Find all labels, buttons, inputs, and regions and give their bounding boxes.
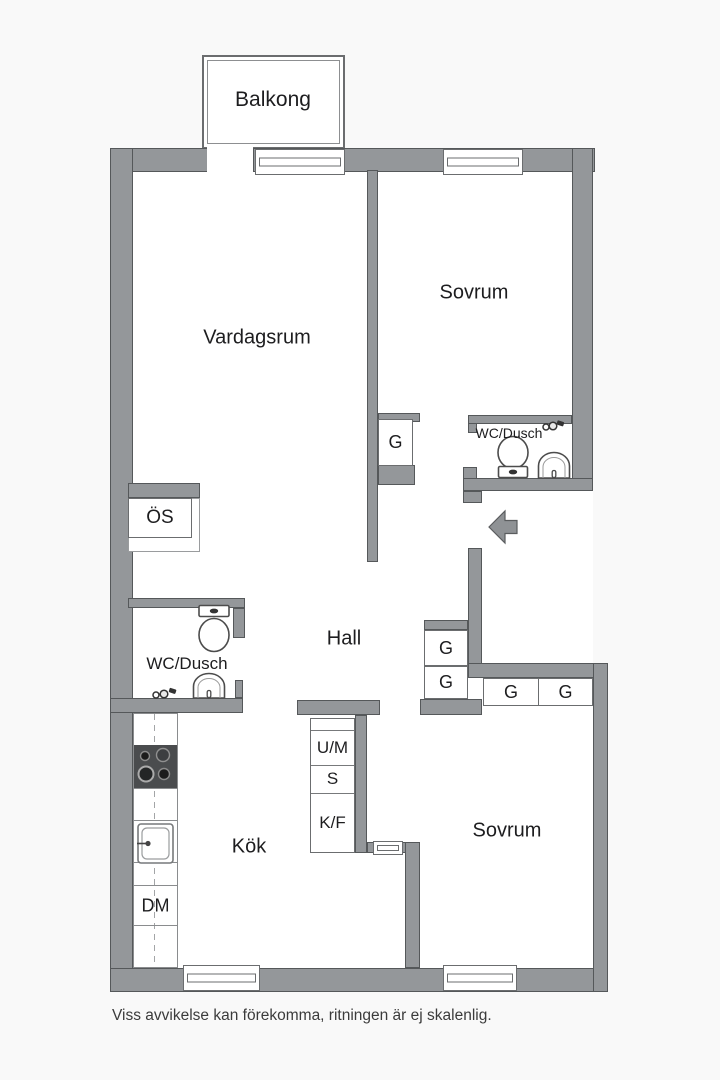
closet-g-label: G — [438, 637, 453, 658]
window-glass-line — [447, 157, 519, 167]
unit-um-label: U/M — [316, 738, 349, 757]
room-label-bedroom-bottom: Sovrum — [472, 819, 542, 842]
window-icon — [373, 841, 403, 855]
wall-wc-top — [468, 415, 572, 424]
kitchen-sink-icon — [137, 823, 174, 864]
room-label-wc-left: WC/Dusch — [146, 654, 228, 673]
balcony-outline — [202, 55, 345, 149]
wall-wc-notch — [463, 467, 477, 479]
window-icon — [443, 965, 517, 991]
closet-os-label: ÖS — [146, 507, 174, 528]
wall-wcleft-bottom — [110, 698, 243, 713]
toilet-icon — [497, 435, 529, 479]
apartment-floor-upper — [110, 148, 593, 663]
unit-divider-line — [311, 730, 354, 731]
room-label-bedroom-top: Sovrum — [439, 281, 509, 304]
wall-unitstack-side — [355, 715, 367, 853]
closet-g-label: G — [438, 672, 453, 692]
entrance-arrow-icon — [488, 509, 518, 545]
balcony-inner-line — [207, 60, 340, 144]
wall-entry-side — [468, 548, 482, 678]
toilet-icon — [198, 604, 230, 653]
room-label-wc-top: WC/Dusch — [475, 425, 543, 441]
window-icon — [183, 965, 260, 991]
closet-g-label: G — [388, 432, 403, 452]
counter-section-line — [134, 885, 177, 886]
wall-hallcloset-top — [424, 620, 468, 630]
wall-right-upper-exterior — [572, 148, 593, 490]
stove-icon — [134, 745, 177, 788]
wall-os-top — [128, 483, 200, 498]
closet-g-label: G — [558, 681, 573, 702]
wall-entry-stub — [463, 491, 482, 503]
wall-wc-bottom-exterior — [463, 478, 593, 491]
wall-wcleft-doorjamb — [233, 608, 245, 638]
unit-dm-label: DM — [141, 895, 170, 916]
counter-section-line — [134, 925, 177, 926]
sink-icon — [192, 672, 226, 699]
unit-stack: U/M S K/F — [310, 718, 355, 853]
window-glass-line — [259, 157, 341, 167]
unit-s-label: S — [326, 769, 339, 788]
window-glass-line — [447, 973, 513, 983]
unit-divider-line — [311, 793, 354, 794]
window-glass-line — [187, 973, 256, 983]
room-label-living-room: Vardagsrum — [203, 326, 311, 349]
wall-kitchen-hall — [297, 700, 380, 715]
wall-hallcloset-bottom — [420, 699, 482, 715]
room-label-hall: Hall — [326, 627, 362, 650]
wall-bedroom-top-bottom — [378, 413, 420, 422]
room-label-kitchen: Kök — [231, 835, 267, 858]
closet-g-mid: G — [378, 419, 413, 466]
room-label-balcony: Balkong — [235, 88, 311, 111]
closet-g-row-left: G — [483, 678, 539, 706]
balcony-door-opening — [207, 146, 253, 174]
wall-wcleft-top — [128, 598, 245, 608]
counter-section-line — [134, 820, 177, 821]
window-icon — [443, 149, 523, 175]
closet-g-label: G — [503, 681, 518, 702]
unit-kf-label: K/F — [319, 813, 346, 832]
window-glass-line — [377, 845, 399, 851]
unit-divider-line — [311, 765, 354, 766]
wall-kitchen-bedroom-divider — [405, 842, 420, 968]
wall-wc-doorjamb — [468, 423, 477, 433]
disclaimer-text: Viss avvikelse kan förekomma, ritningen … — [112, 1007, 492, 1024]
sink-icon — [537, 451, 571, 479]
wall-left-exterior — [110, 148, 133, 992]
window-icon — [255, 149, 345, 175]
counter-section-line — [134, 788, 177, 789]
faucet-icon — [152, 687, 177, 699]
wall-mid-right — [468, 663, 605, 678]
closet-os: ÖS — [128, 498, 192, 538]
closet-g-stack-bottom: G — [424, 666, 468, 699]
wall-livingroom-divider — [367, 170, 378, 562]
wall-closet-mid-bottom — [378, 465, 415, 485]
kitchen-counter: DM — [133, 713, 178, 968]
wall-right-lower-exterior — [593, 663, 608, 992]
faucet-icon — [542, 420, 565, 431]
closet-g-row-right: G — [538, 678, 593, 706]
wall-wcleft-stub — [235, 680, 243, 698]
closet-g-stack-top: G — [424, 630, 468, 666]
